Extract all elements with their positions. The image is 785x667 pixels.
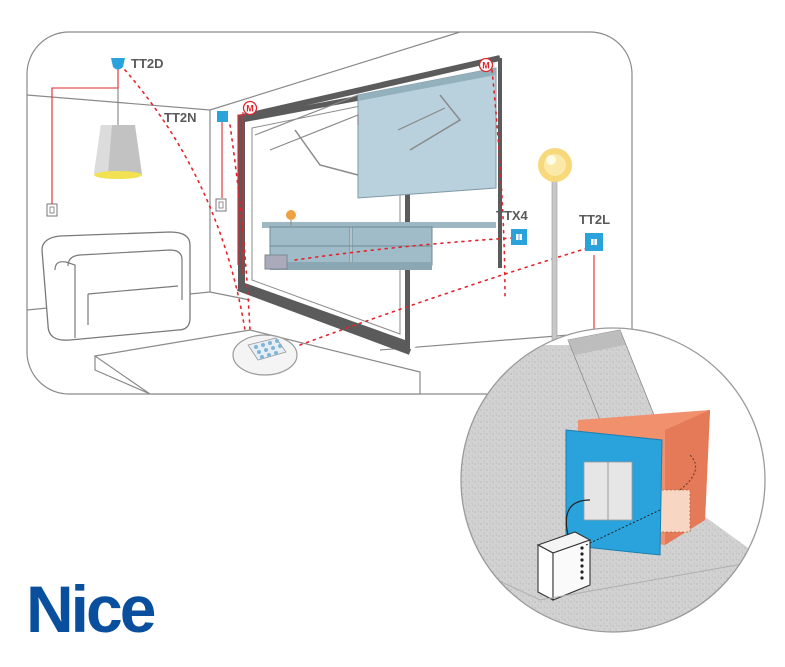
gate [262,210,496,270]
receiver-box-icon [536,499,661,601]
motor-label: M [246,104,254,114]
motor-icon: M [242,100,258,116]
armchair-icon [41,231,191,341]
nice-logo: Nice [26,572,155,646]
ttx4-device [511,229,527,245]
label-ttx4: TTX4 [496,208,529,223]
label-tt2n: TT2N [164,110,197,125]
motor-icon: M [478,57,494,73]
wall-switch-icon [46,203,58,217]
tt2l-device [585,233,603,251]
wall-switch-icon [215,198,227,212]
keypad-remote-icon[interactable] [232,334,298,376]
tt2n-device [217,111,228,122]
label-tt2l: TT2L [579,212,610,227]
room-scene: M M [26,31,633,395]
tt2d-device [111,58,125,70]
installation-detail [460,327,766,633]
motor-label: M [482,61,490,71]
ceiling-lamp-icon [94,68,142,179]
zoom-circle-border [460,327,766,633]
label-tt2d: TT2D [131,56,164,71]
